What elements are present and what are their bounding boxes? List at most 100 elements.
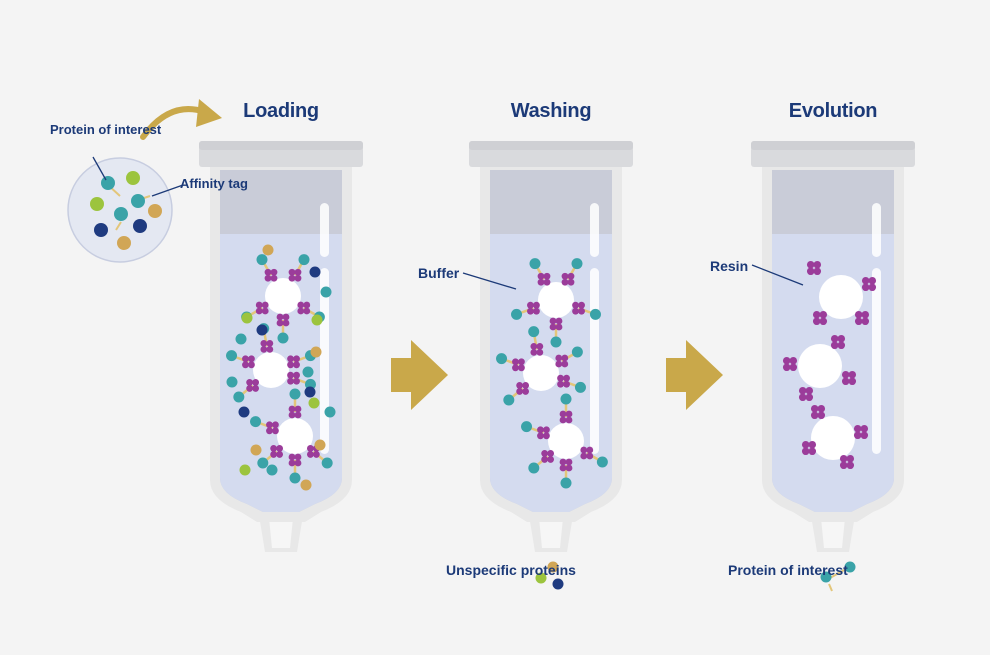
tag-lobe (565, 464, 573, 472)
tag-lobe (846, 461, 855, 470)
tag-lobe (861, 310, 870, 319)
affinity-tag (242, 355, 255, 369)
tag-lobe (246, 385, 254, 392)
affinity-tag (287, 355, 300, 369)
tag-lobe (578, 301, 585, 309)
tag-lobe (303, 307, 311, 315)
unspecific-protein (547, 561, 559, 573)
affinity-tag (530, 342, 544, 356)
tag-lobe (854, 310, 863, 319)
tag-lobe (272, 427, 279, 435)
resin-bead (811, 416, 855, 460)
tag-lobe (580, 452, 588, 460)
protein-of-interest (289, 472, 301, 484)
unbound-protein (235, 333, 247, 345)
tag-lobe (813, 267, 822, 276)
protein-of-interest (844, 561, 856, 573)
tag-lobe (837, 341, 846, 350)
curved-arrow-head (196, 99, 222, 127)
tag-lobe (518, 358, 525, 366)
column-cap-top (469, 141, 633, 150)
tag-lobe (555, 317, 563, 325)
unbound-protein (239, 464, 251, 476)
tag-lobe (270, 274, 278, 282)
affinity-tag (782, 356, 798, 372)
mixture-protein (148, 204, 162, 218)
tag-lobe (246, 379, 254, 386)
affinity-tag (559, 458, 573, 472)
leader-buffer (462, 272, 517, 290)
affinity-tag (260, 339, 274, 353)
tag-lobe (288, 274, 296, 282)
unbound-protein (304, 386, 316, 398)
unbound-protein (241, 312, 253, 324)
unbound-protein (238, 406, 250, 418)
tag-lobe (276, 451, 284, 458)
resin-bead (277, 418, 313, 454)
tag-lobe (276, 313, 284, 321)
tag-lobe (248, 355, 255, 363)
tag-lobe (264, 268, 272, 276)
tag-lobe (530, 342, 538, 350)
mixture-protein (94, 223, 108, 237)
tag-lobe (303, 301, 311, 309)
affinity-tag (810, 404, 826, 420)
column-cap-top (199, 141, 363, 150)
tag-lobe (806, 260, 815, 269)
protein-of-interest (571, 258, 583, 270)
linker (828, 583, 833, 592)
tag-lobe (580, 446, 588, 454)
tag-lobe (805, 393, 814, 402)
tag-lobe (543, 272, 551, 280)
glass-highlight (590, 268, 599, 454)
tag-lobe (812, 317, 821, 326)
tag-lobe (555, 354, 563, 362)
tag-lobe (252, 385, 260, 392)
column-loading (199, 141, 363, 552)
affinity-tag (288, 405, 302, 419)
tag-lobe (586, 446, 594, 454)
affinity-tag (527, 301, 540, 315)
tag-lobe (530, 348, 538, 356)
affinity-tag (297, 301, 311, 315)
tag-lobe (801, 440, 810, 449)
unbound-protein (262, 244, 274, 256)
affinity-tag (287, 371, 300, 385)
column-evolution (751, 141, 915, 552)
protein-of-interest (528, 326, 540, 338)
tag-lobe (853, 424, 862, 433)
column-cap-top (751, 141, 915, 150)
leader-resin (751, 264, 804, 286)
protein-of-interest (589, 308, 601, 320)
tag-lobe (848, 377, 857, 386)
glass-highlight-top (590, 203, 599, 257)
tag-lobe (559, 464, 567, 472)
protein-of-interest (321, 457, 333, 469)
resin-bead (548, 423, 584, 459)
glass-highlight-top (872, 203, 881, 257)
tag-lobe (565, 410, 573, 418)
protein-of-interest (298, 254, 310, 266)
process-arrow-2 (666, 340, 723, 410)
tag-lobe (294, 274, 302, 282)
tag-lobe (782, 363, 791, 372)
tag-lobe (270, 451, 278, 458)
tag-lobe (549, 317, 557, 325)
affinity-tag (537, 272, 551, 286)
tag-lobe (537, 426, 544, 434)
resin-bead (798, 344, 842, 388)
tag-lobe (516, 382, 524, 389)
protein-of-interest (574, 381, 586, 393)
affinity-tag (255, 301, 269, 315)
tag-lobe (537, 432, 544, 440)
tag-lobe (270, 268, 278, 276)
tag-lobe (830, 334, 839, 343)
affinity-tag (266, 421, 279, 435)
tag-lobe (261, 307, 269, 315)
tag-lobe (297, 301, 305, 309)
tag-lobe (547, 450, 555, 457)
tag-lobe (270, 445, 278, 452)
tag-lobe (260, 345, 268, 353)
tag-lobe (563, 380, 570, 388)
tag-lobe (561, 272, 569, 280)
